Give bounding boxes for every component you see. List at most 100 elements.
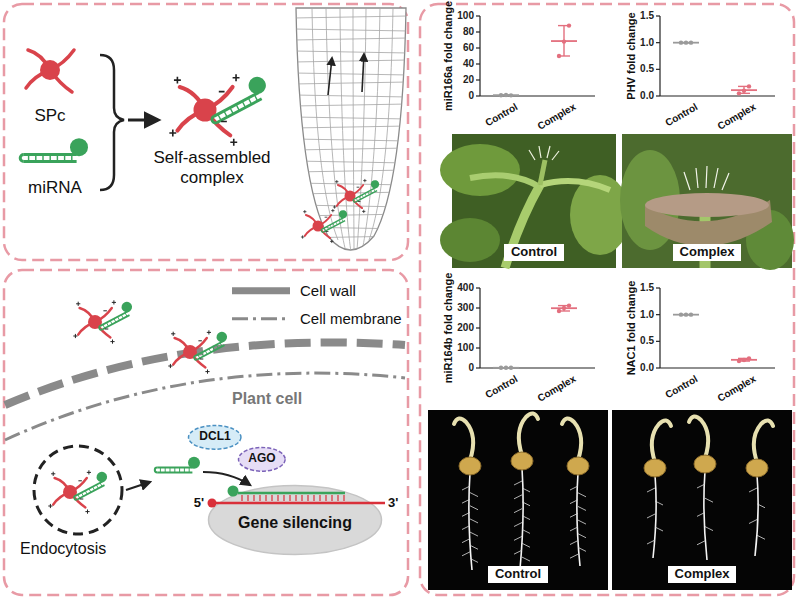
axis-title: NAC1 fold change	[625, 281, 638, 376]
complex-assembly-illustration	[26, 50, 74, 92]
cell-uptake-illustration	[168, 330, 230, 374]
data-points	[742, 358, 746, 362]
data-points	[499, 93, 503, 97]
seedling-photo	[570, 527, 578, 531]
seedling-photo	[462, 539, 470, 543]
cell-uptake-illustration	[126, 482, 150, 490]
shoot-photo	[684, 166, 729, 190]
tick-label: 400	[457, 282, 474, 294]
photo-label: Complex	[668, 566, 737, 583]
data-points	[504, 93, 508, 97]
mrna-duplex	[228, 486, 239, 497]
chart-axes	[659, 16, 660, 96]
root-tip-illustration	[294, 148, 408, 150]
root-tip-illustration	[294, 214, 408, 216]
photo-panel: Control	[452, 134, 616, 268]
seedling-photo	[470, 558, 478, 562]
legend-sample	[232, 317, 290, 320]
category-label: Complex	[535, 101, 577, 132]
seedling-photo	[647, 540, 655, 544]
strand-end-label: 3'	[388, 496, 398, 511]
root-tip-illustration	[294, 95, 408, 97]
process-label: Endocytosis	[20, 540, 106, 558]
seedling-photo	[470, 532, 478, 536]
seedling-photo	[428, 410, 792, 590]
photo-panel: Complex	[612, 410, 792, 590]
chart-axes	[476, 307, 480, 308]
root-tip-illustration	[294, 8, 408, 254]
panel-frame	[4, 4, 408, 260]
chart-axes	[656, 367, 660, 368]
photo-label: Complex	[673, 244, 742, 261]
tick-label: 0.5	[640, 64, 654, 76]
seedling-photo	[570, 500, 578, 504]
seedling-photo	[644, 459, 666, 477]
seedling-photo	[514, 550, 522, 554]
data-points	[689, 312, 693, 316]
seedling-photo	[578, 547, 586, 551]
data-points	[673, 312, 757, 363]
root-tip-illustration	[294, 16, 408, 18]
component-label: Self-assembled complex	[142, 148, 282, 187]
cell-uptake-illustration	[73, 300, 135, 344]
chart-axes	[476, 63, 480, 64]
data-points	[493, 23, 577, 97]
legend-sample	[232, 287, 290, 294]
seedling-photo	[578, 493, 586, 497]
seedling-photo	[522, 516, 530, 520]
data-points	[737, 91, 741, 95]
root-tip-illustration	[328, 58, 332, 95]
root-tip-illustration	[294, 161, 408, 163]
data-points	[562, 306, 566, 310]
seedling-photo	[705, 527, 713, 531]
strand-end-label: 5'	[194, 496, 204, 511]
data-points	[493, 303, 577, 370]
data-points	[742, 88, 746, 92]
root-tip-illustration	[294, 29, 408, 31]
seedling-photo	[462, 486, 470, 490]
seedling-photo	[470, 519, 478, 523]
complex-assembly-illustration	[169, 74, 271, 146]
seedling-photo	[652, 420, 671, 462]
seedling-photo	[570, 513, 578, 517]
mrna-duplex	[337, 495, 338, 501]
component-label: SPc	[34, 106, 65, 126]
panel-frame	[420, 4, 794, 595]
tick-label: 1.5	[640, 282, 654, 294]
chart-axes	[476, 288, 595, 368]
root-tip-illustration	[333, 179, 382, 213]
seedling-photo	[749, 520, 757, 524]
seedling-photo	[570, 486, 578, 490]
seedling-photo	[647, 488, 655, 492]
data-points	[684, 40, 688, 44]
data-points	[747, 84, 751, 88]
chart-axes	[656, 69, 660, 70]
photo-panel: Complex	[622, 134, 792, 268]
silencing-ellipse: Gene silencing	[207, 484, 383, 556]
root-tip-illustration	[294, 60, 408, 62]
mrna-duplex	[277, 495, 278, 501]
tick-label: 1.5	[640, 10, 654, 22]
seedling-photo	[757, 504, 765, 508]
seedling-photo	[705, 498, 713, 502]
root-tip-illustration	[294, 82, 408, 84]
cell-uptake-illustration	[203, 472, 250, 485]
mrna-duplex	[208, 486, 386, 508]
seedling-photo	[570, 554, 578, 558]
mrna-duplex	[295, 495, 296, 501]
chart-axes	[476, 15, 480, 16]
panel-frame	[4, 4, 794, 595]
ellipse-label: DCL1	[187, 430, 242, 444]
root-tip-illustration	[294, 104, 408, 106]
chart-axes	[656, 16, 775, 96]
chart-axes	[656, 95, 660, 96]
seedling-photo	[469, 473, 472, 570]
tick-label: 0.0	[640, 90, 654, 102]
root-tip-illustration	[312, 8, 393, 254]
seedling-photo	[755, 475, 758, 556]
shoot-photo	[645, 193, 769, 217]
data-points	[557, 309, 561, 313]
mrna-duplex	[241, 495, 242, 501]
